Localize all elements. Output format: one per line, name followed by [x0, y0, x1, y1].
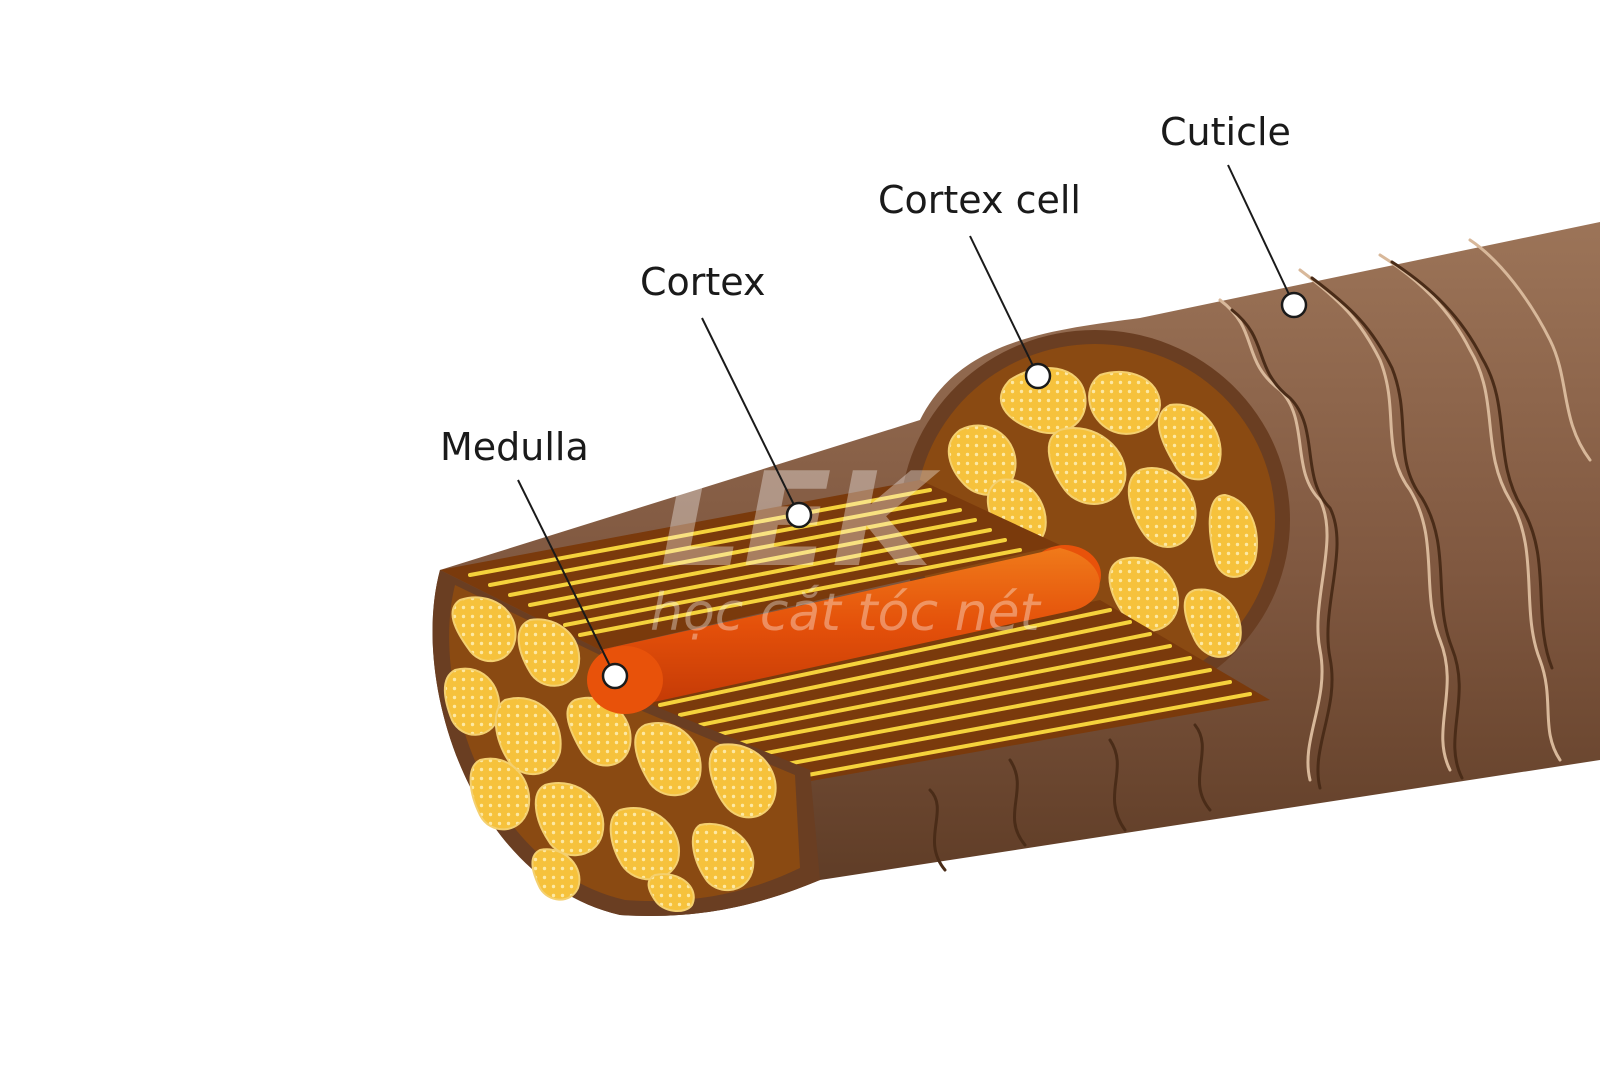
label-cuticle: Cuticle: [1160, 110, 1291, 154]
cuticle-scale-shadows: [928, 260, 1554, 872]
watermark-tagline: học cắt tóc nét: [650, 583, 1042, 643]
callout-medulla: Medulla: [440, 425, 629, 690]
cortex-cross-section-front: [432, 570, 820, 916]
cuticle-scales: [1218, 238, 1592, 782]
marker-cuticle: [1280, 291, 1308, 319]
marker-medulla: [601, 662, 629, 690]
cortex-cells-back: [947, 367, 1258, 658]
callout-cuticle: Cuticle: [1160, 110, 1308, 319]
callout-cortex: Cortex: [640, 260, 813, 529]
cortex-cells-front: [443, 596, 777, 912]
cortex-fibers: [440, 480, 1270, 790]
label-cortex-cell: Cortex cell: [878, 178, 1081, 222]
callout-cortex-cell: Cortex cell: [878, 178, 1081, 390]
label-cortex: Cortex: [640, 260, 766, 304]
marker-cortex: [785, 501, 813, 529]
medulla-core: [593, 548, 1100, 705]
label-medulla: Medulla: [440, 425, 589, 469]
marker-cortex-cell: [1024, 362, 1052, 390]
watermark: LEK học cắt tóc nét: [650, 444, 1042, 643]
